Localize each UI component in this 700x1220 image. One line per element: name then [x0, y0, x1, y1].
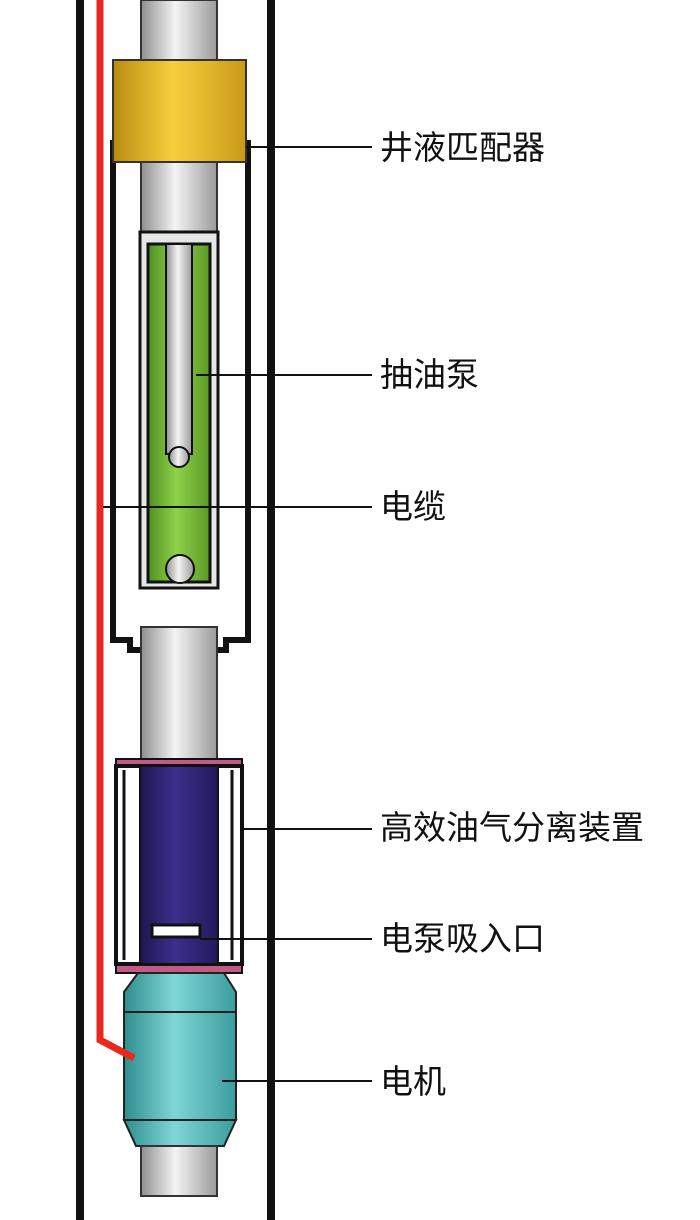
casing-right-wall [267, 0, 275, 1220]
tubing-mid [140, 161, 218, 235]
pump-plunger-rod [165, 243, 193, 455]
motor-base [122, 1119, 238, 1147]
pump-intake-slot [150, 923, 202, 939]
power-cable [96, 0, 136, 1062]
gas-oil-separator [114, 758, 244, 974]
label-well-fluid-matcher: 井液匹配器 [380, 128, 545, 167]
tubing-lower [140, 626, 218, 763]
tubing-top [140, 0, 218, 65]
motor-head [123, 972, 237, 1013]
motor-tail-tube [140, 1145, 218, 1197]
label-pump-intake: 电泵吸入口 [380, 919, 545, 958]
well-fluid-matcher [112, 59, 247, 163]
label-oil-pump: 抽油泵 [380, 355, 479, 394]
label-cable: 电缆 [380, 487, 446, 526]
motor-body [123, 1011, 237, 1121]
casing [76, 0, 275, 1220]
leader-lines [103, 146, 372, 1082]
pump-valve-ball-lower [165, 554, 195, 584]
electric-motor [122, 972, 238, 1197]
oil-pump [138, 230, 220, 590]
pump-valve-ball-upper [168, 446, 190, 468]
label-motor: 电机 [380, 1062, 446, 1101]
label-gas-oil-separator: 高效油气分离装置 [380, 808, 644, 847]
casing-left-wall [76, 0, 84, 1220]
matcher-collar [112, 59, 247, 163]
